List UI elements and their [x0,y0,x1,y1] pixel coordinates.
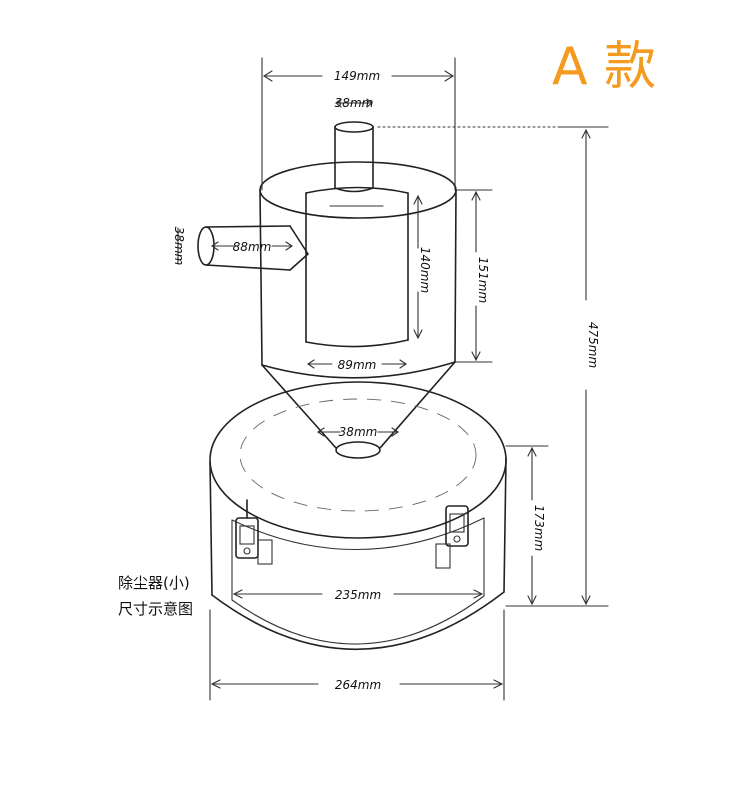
top-width-label: 149mm [334,69,380,83]
inner-tube [305,186,409,348]
cone-outlet-diameter-label: 38mm [339,425,378,439]
bucket-inner-diameter-dimension: 235mm [232,588,484,602]
bucket-outer-diameter-dimension: 264mm [209,609,505,701]
top-width-dimension: 149mm [261,57,456,191]
cylinder-height-dimension: 151mm [454,189,493,363]
total-height-label: 475mm [586,322,600,368]
caption-line-1: 除尘器(小) [118,574,190,592]
bucket-height-dimension: 173mm [505,445,549,607]
inner-tube-height-label: 140mm [418,247,432,293]
cylinder-height-label: 151mm [476,257,490,303]
cyclone-cone [261,361,456,459]
caption-line-2: 尺寸示意图 [118,600,194,618]
total-height-dimension: 475mm [547,128,609,607]
right-latch [435,505,469,569]
left-latch [235,499,273,565]
bucket [209,381,507,650]
outlet-diameter-label: 38mm [335,96,374,110]
inner-tube-diameter-label: 89mm [338,358,377,372]
inlet-dimensions: 38mm 88mm [172,227,293,266]
inner-tube-height-dimension: 140mm [413,194,432,340]
bucket-outer-diameter-label: 264mm [335,678,381,692]
bucket-inner-diameter-label: 235mm [335,588,381,602]
inlet-length-label: 88mm [233,240,272,254]
cone-outlet-dimension: 38mm [317,425,399,439]
bucket-height-label: 173mm [532,505,546,551]
model-title: A 款 [552,37,657,97]
outlet-pipe: 38mm [334,96,374,193]
inner-tube-diameter-dimension: 89mm [307,358,407,372]
inlet-diameter-label: 38mm [172,227,186,266]
